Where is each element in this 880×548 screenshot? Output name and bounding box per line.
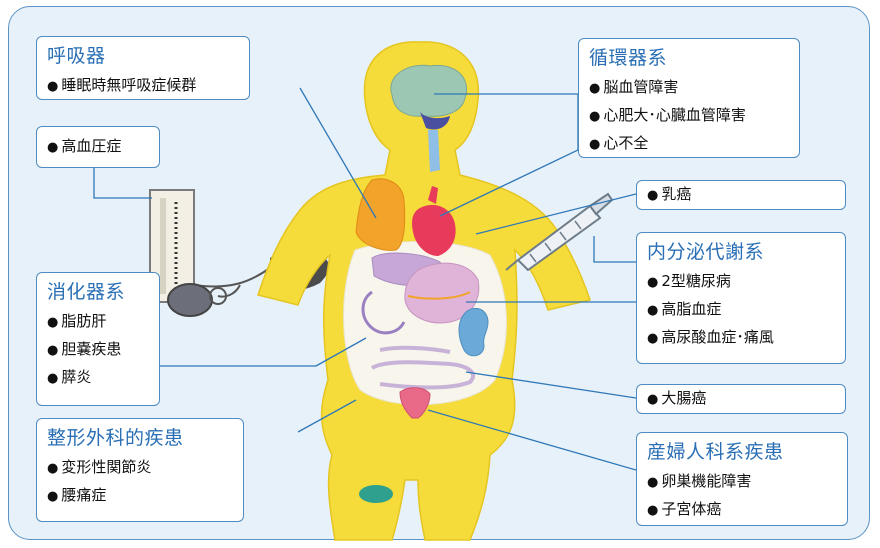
- list-item: 脳血管障害: [589, 74, 789, 102]
- box-title: 産婦人科系疾患: [647, 441, 784, 463]
- box-title: 内分泌代謝系: [647, 241, 765, 263]
- list-item: 2型糖尿病: [647, 268, 835, 296]
- box-title: 循環器系: [589, 47, 668, 69]
- list-item: 胆嚢疾患: [47, 336, 149, 364]
- box-endocrine: 内分泌代謝系 2型糖尿病 高脂血症 高尿酸血症･痛風: [636, 232, 846, 364]
- list-item: 子宮体癌: [647, 496, 837, 524]
- lungs-icon: [355, 178, 406, 251]
- list-item: 変形性関節炎: [47, 454, 233, 482]
- heart-icon: [412, 186, 456, 256]
- box-obgyn: 産婦人科系疾患 卵巣機能障害 子宮体癌: [636, 432, 848, 526]
- box-title: 呼吸器: [47, 45, 106, 67]
- list-item: 心不全: [589, 130, 789, 158]
- list-item: 脂肪肝: [47, 308, 149, 336]
- list-item: 高血圧症: [47, 136, 121, 158]
- box-digestive: 消化器系 脂肪肝 胆嚢疾患 膵炎: [36, 272, 160, 406]
- stomach-icon: [404, 262, 480, 324]
- list-item: 乳癌: [647, 184, 691, 206]
- box-respiratory: 呼吸器 睡眠時無呼吸症候群: [36, 36, 250, 100]
- knee-icon: [359, 485, 393, 503]
- box-title: 整形外科的疾患: [47, 427, 184, 449]
- kidney-icon: [458, 307, 489, 357]
- box-title: 消化器系: [47, 281, 126, 303]
- brain-icon: [390, 64, 467, 172]
- box-colon: 大腸癌: [636, 384, 846, 414]
- syringe-icon: [505, 192, 614, 272]
- box-orthopedic: 整形外科的疾患 変形性関節炎 腰痛症: [36, 418, 244, 522]
- list-item: 高尿酸血症･痛風: [647, 324, 835, 352]
- box-circulatory: 循環器系 脳血管障害 心肥大･心臓血管障害 心不全: [578, 38, 800, 158]
- uterus-icon: [399, 387, 431, 419]
- list-item: 卵巣機能障害: [647, 468, 837, 496]
- list-item: 膵炎: [47, 364, 149, 392]
- intestine-icon: [370, 345, 476, 390]
- list-item: 心肥大･心臓血管障害: [589, 102, 789, 130]
- list-item: 睡眠時無呼吸症候群: [47, 72, 239, 100]
- box-breast: 乳癌: [636, 180, 846, 210]
- list-item: 大腸癌: [647, 388, 706, 410]
- box-hypertension: 高血圧症: [36, 126, 160, 168]
- list-item: 高脂血症: [647, 296, 835, 324]
- list-item: 腰痛症: [47, 482, 233, 510]
